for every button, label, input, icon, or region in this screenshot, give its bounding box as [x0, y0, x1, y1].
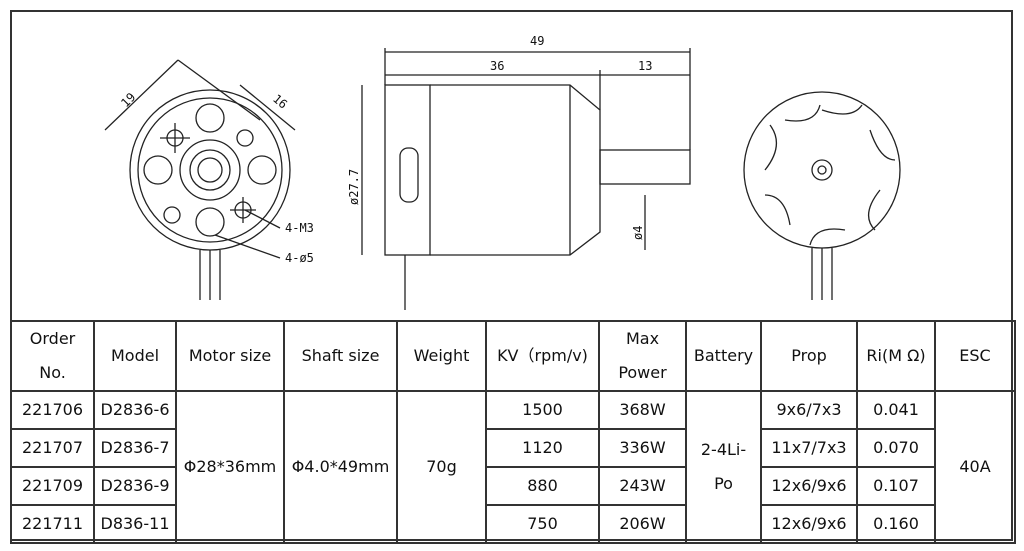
shaft-size: Φ4.0*49mm [283, 390, 398, 544]
model: D2836-6 [93, 390, 177, 430]
prop: 12x6/9x6 [760, 504, 858, 544]
ri: 0.041 [856, 390, 936, 430]
kv: 750 [485, 504, 600, 544]
table-row: 221711 D836-11 750 206W 12x6/9x6 0.160 [10, 504, 1015, 544]
table-row: 221706 D2836-6 Φ28*36mm Φ4.0*49mm 70g 15… [10, 390, 1016, 544]
dim-body-diameter: ø27.7 [347, 169, 361, 205]
dim-holes: 4-ø5 [285, 251, 314, 265]
weight: 70g [396, 390, 487, 544]
esc: 40A [934, 390, 1016, 544]
ri: 0.070 [856, 428, 936, 468]
header-ri: Ri(M Ω) [856, 320, 936, 392]
front-view: 19 16 4-M3 4-ø5 [104, 59, 314, 300]
max-power: 243W [598, 466, 687, 506]
order-no: 221711 [10, 504, 95, 544]
dim-16: 16 [270, 92, 290, 112]
dim-thread: 4-M3 [285, 221, 314, 235]
header-motor-size: Motor size [175, 320, 285, 392]
kv: 880 [485, 466, 600, 506]
kv: 1500 [485, 390, 600, 430]
battery: 2-4Li-Po [685, 390, 762, 544]
table-row: 221707 D2836-7 1120 336W 11x7/7x3 0.070 [10, 428, 1015, 468]
dim-shaft-diameter: ø4 [631, 226, 645, 240]
motor-size: Φ28*36mm [175, 390, 285, 544]
rear-view [743, 91, 901, 300]
max-power: 368W [598, 390, 687, 430]
max-power: 336W [598, 428, 687, 468]
header-weight: Weight [396, 320, 487, 392]
model: D2836-7 [93, 428, 177, 468]
dim-body: 36 [490, 59, 504, 73]
dim-shaft-length: 13 [638, 59, 652, 73]
dim-19: 19 [118, 90, 138, 110]
dim-overall: 49 [530, 34, 544, 48]
header-model: Model [93, 320, 177, 392]
max-power: 206W [598, 504, 687, 544]
header-prop: Prop [760, 320, 858, 392]
model: D2836-9 [93, 466, 177, 506]
header-shaft-size: Shaft size [283, 320, 398, 392]
kv: 1120 [485, 428, 600, 468]
ri: 0.160 [856, 504, 936, 544]
order-no: 221706 [10, 390, 95, 430]
header-kv: KV（rpm/v) [485, 320, 600, 392]
header-battery: Battery [685, 320, 762, 392]
prop: 11x7/7x3 [760, 428, 858, 468]
motor-drawing: 19 16 4-M3 4-ø5 49 36 13 ø27.7 ø4 [104, 34, 901, 310]
side-view: 49 36 13 ø27.7 ø4 [347, 34, 691, 310]
table-row: 221709 D2836-9 880 243W 12x6/9x6 0.107 [10, 466, 1015, 506]
model: D836-11 [93, 504, 177, 544]
order-no: 221707 [10, 428, 95, 468]
order-no: 221709 [10, 466, 95, 506]
header-esc: ESC [934, 320, 1016, 392]
prop: 12x6/9x6 [760, 466, 858, 506]
prop: 9x6/7x3 [760, 390, 858, 430]
ri: 0.107 [856, 466, 936, 506]
